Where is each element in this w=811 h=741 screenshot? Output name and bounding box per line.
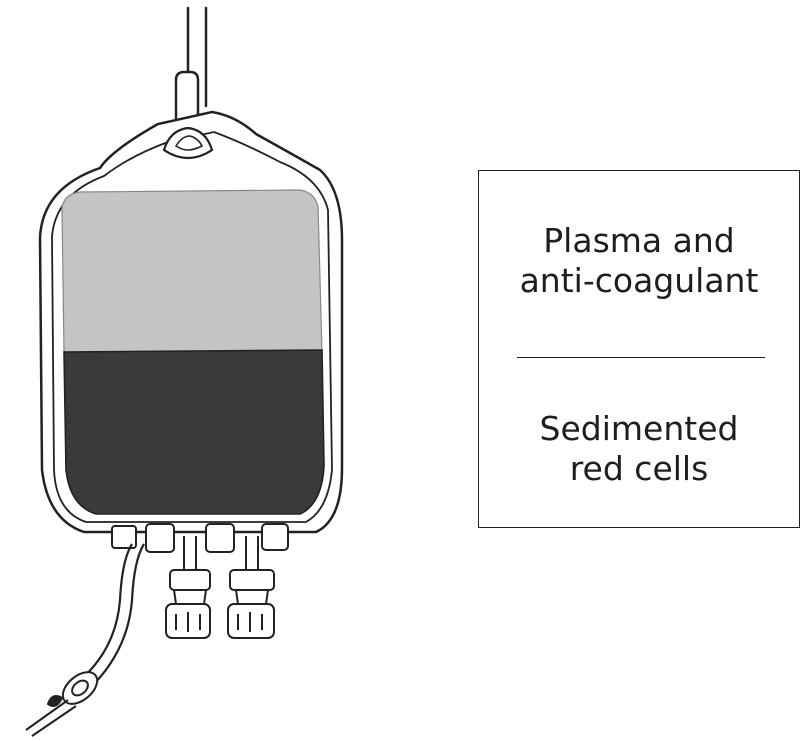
plasma-label: Plasma and anti-coagulant [519, 221, 759, 300]
plasma-layer [61, 189, 323, 353]
red-cells-label: Sedimented red cells [539, 409, 739, 488]
layer-divider-line [517, 357, 765, 358]
outlet-port-connector-1 [165, 536, 211, 639]
collection-tube [77, 543, 145, 691]
hanger-eyelet [162, 126, 214, 160]
hanging-cord [186, 6, 208, 108]
red-cell-layer [63, 349, 325, 515]
outlet-port-connector-2 [227, 536, 275, 639]
legend-box: Plasma and anti-coagulant Sedimented red… [478, 170, 800, 528]
needle-assembly [25, 671, 99, 737]
outlet-ports [111, 523, 289, 553]
